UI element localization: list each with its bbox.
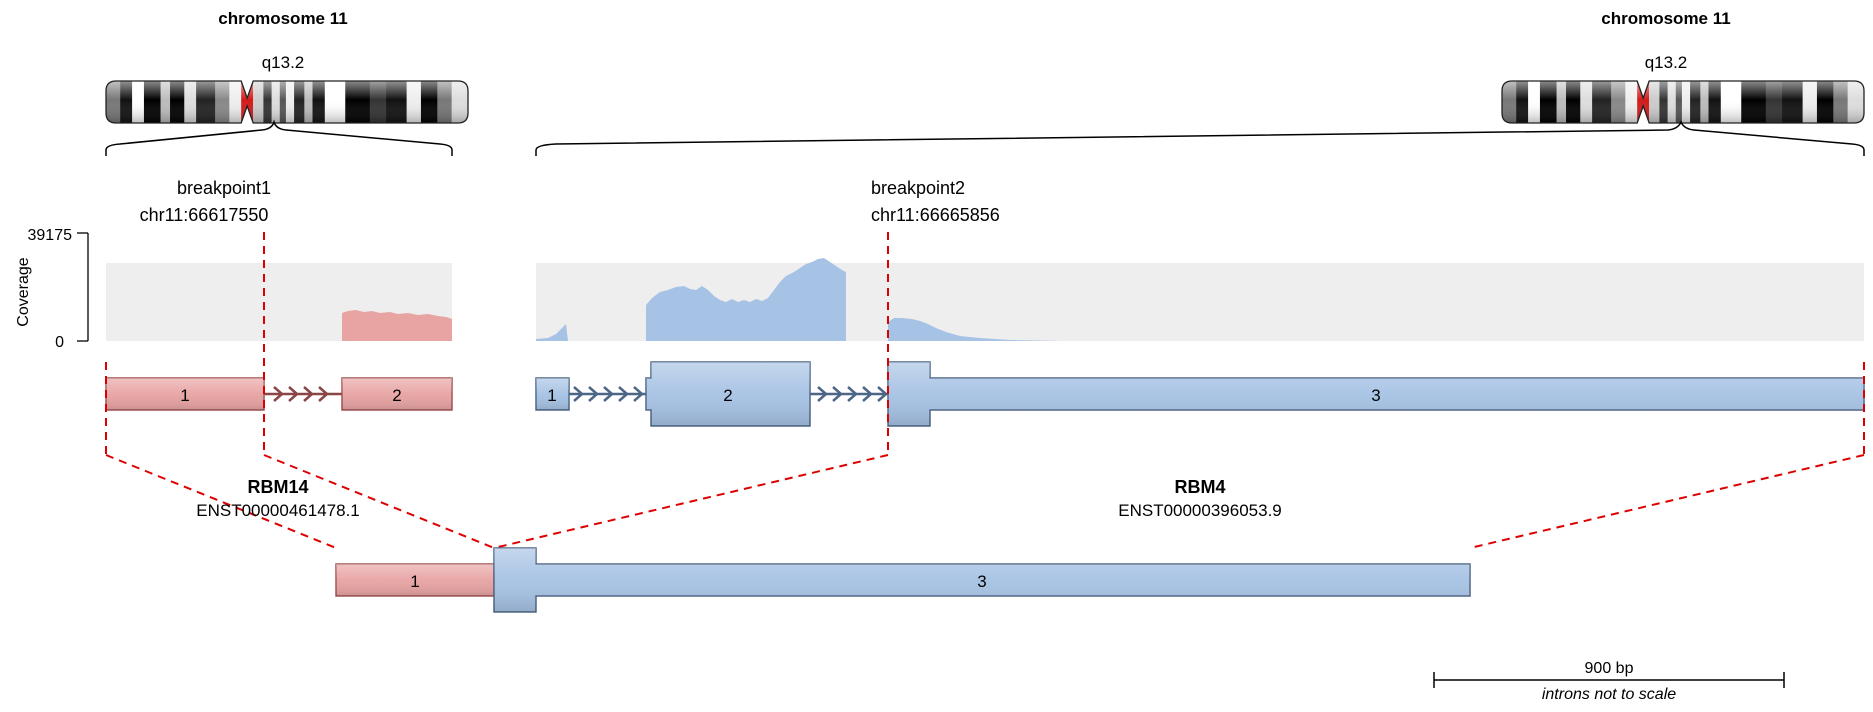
rbm4-gene-name: RBM4 — [1174, 477, 1225, 497]
right-chromosome-bracket — [535, 120, 1865, 156]
scale-bar-note: introns not to scale — [1542, 686, 1676, 703]
rbm4-transcript-id: ENST00000396053.9 — [1118, 501, 1282, 520]
coverage-max-label: 39175 — [28, 227, 73, 244]
right-coverage-track-exon3 — [888, 318, 1060, 341]
rbm14-exon-2-label: 2 — [392, 386, 401, 405]
rbm14-transcript: 1 2 — [105, 377, 453, 411]
coverage-axis-label: Coverage — [15, 257, 32, 326]
rbm14-exon-1-label: 1 — [180, 386, 189, 405]
rbm14-exon-2-shade — [342, 378, 452, 410]
fusion-exon-3-shade — [494, 548, 1470, 612]
rbm14-intron — [264, 386, 342, 402]
right-chromosome-title: chromosome 11 — [1601, 9, 1730, 28]
rbm4-exon-2-label: 2 — [723, 386, 732, 405]
coverage-axis: 39175 0 Coverage — [15, 227, 89, 351]
rbm14-transcript-id: ENST00000461478.1 — [196, 501, 360, 520]
breakpoint2-coord: chr11:66665856 — [871, 205, 1000, 225]
fusion-transcript: 1 3 — [335, 547, 1471, 613]
rbm4-exon-3-shade — [888, 362, 1864, 426]
left-chromosome-ideogram — [105, 80, 469, 124]
rbm4-exon-1-shade — [536, 378, 569, 410]
rbm4-exon-1-label: 1 — [547, 386, 556, 405]
scale-bar-label: 900 bp — [1585, 660, 1634, 677]
fusion-exon-3-label: 3 — [977, 572, 986, 591]
right-band-label: q13.2 — [1645, 53, 1688, 72]
coverage-min-label: 0 — [55, 334, 64, 351]
rbm4-exon-3-label: 3 — [1371, 386, 1380, 405]
rbm14-exon-1-shade — [106, 378, 264, 410]
right-coverage-track-exon2 — [646, 258, 846, 341]
scale-bar: 900 bp introns not to scale — [1433, 660, 1785, 703]
left-coverage-track — [342, 310, 452, 341]
breakpoint-lines — [105, 232, 1865, 549]
right-zoom-right — [1469, 454, 1865, 549]
fusion-exon-1-shade — [336, 564, 494, 596]
right-chromosome-ideogram — [1501, 80, 1865, 124]
rbm4-exon-2-shade — [646, 362, 810, 426]
left-band-label: q13.2 — [262, 53, 305, 72]
fusion-exon-1-label: 1 — [410, 572, 419, 591]
right-zoom-left — [493, 454, 889, 549]
rbm4-transcript: 1 2 3 — [535, 361, 1865, 427]
rbm4-intron-1 — [569, 386, 646, 402]
left-chromosome-bracket — [105, 119, 453, 156]
left-chromosome-title: chromosome 11 — [218, 9, 347, 28]
rbm4-intron-2 — [810, 386, 888, 402]
breakpoint1-coord: chr11:66617550 — [140, 205, 269, 225]
breakpoint1-label: breakpoint1 — [177, 178, 271, 198]
right-coverage-track-exon1 — [536, 324, 568, 341]
breakpoint2-label: breakpoint2 — [871, 178, 965, 198]
rbm14-gene-name: RBM14 — [247, 477, 308, 497]
